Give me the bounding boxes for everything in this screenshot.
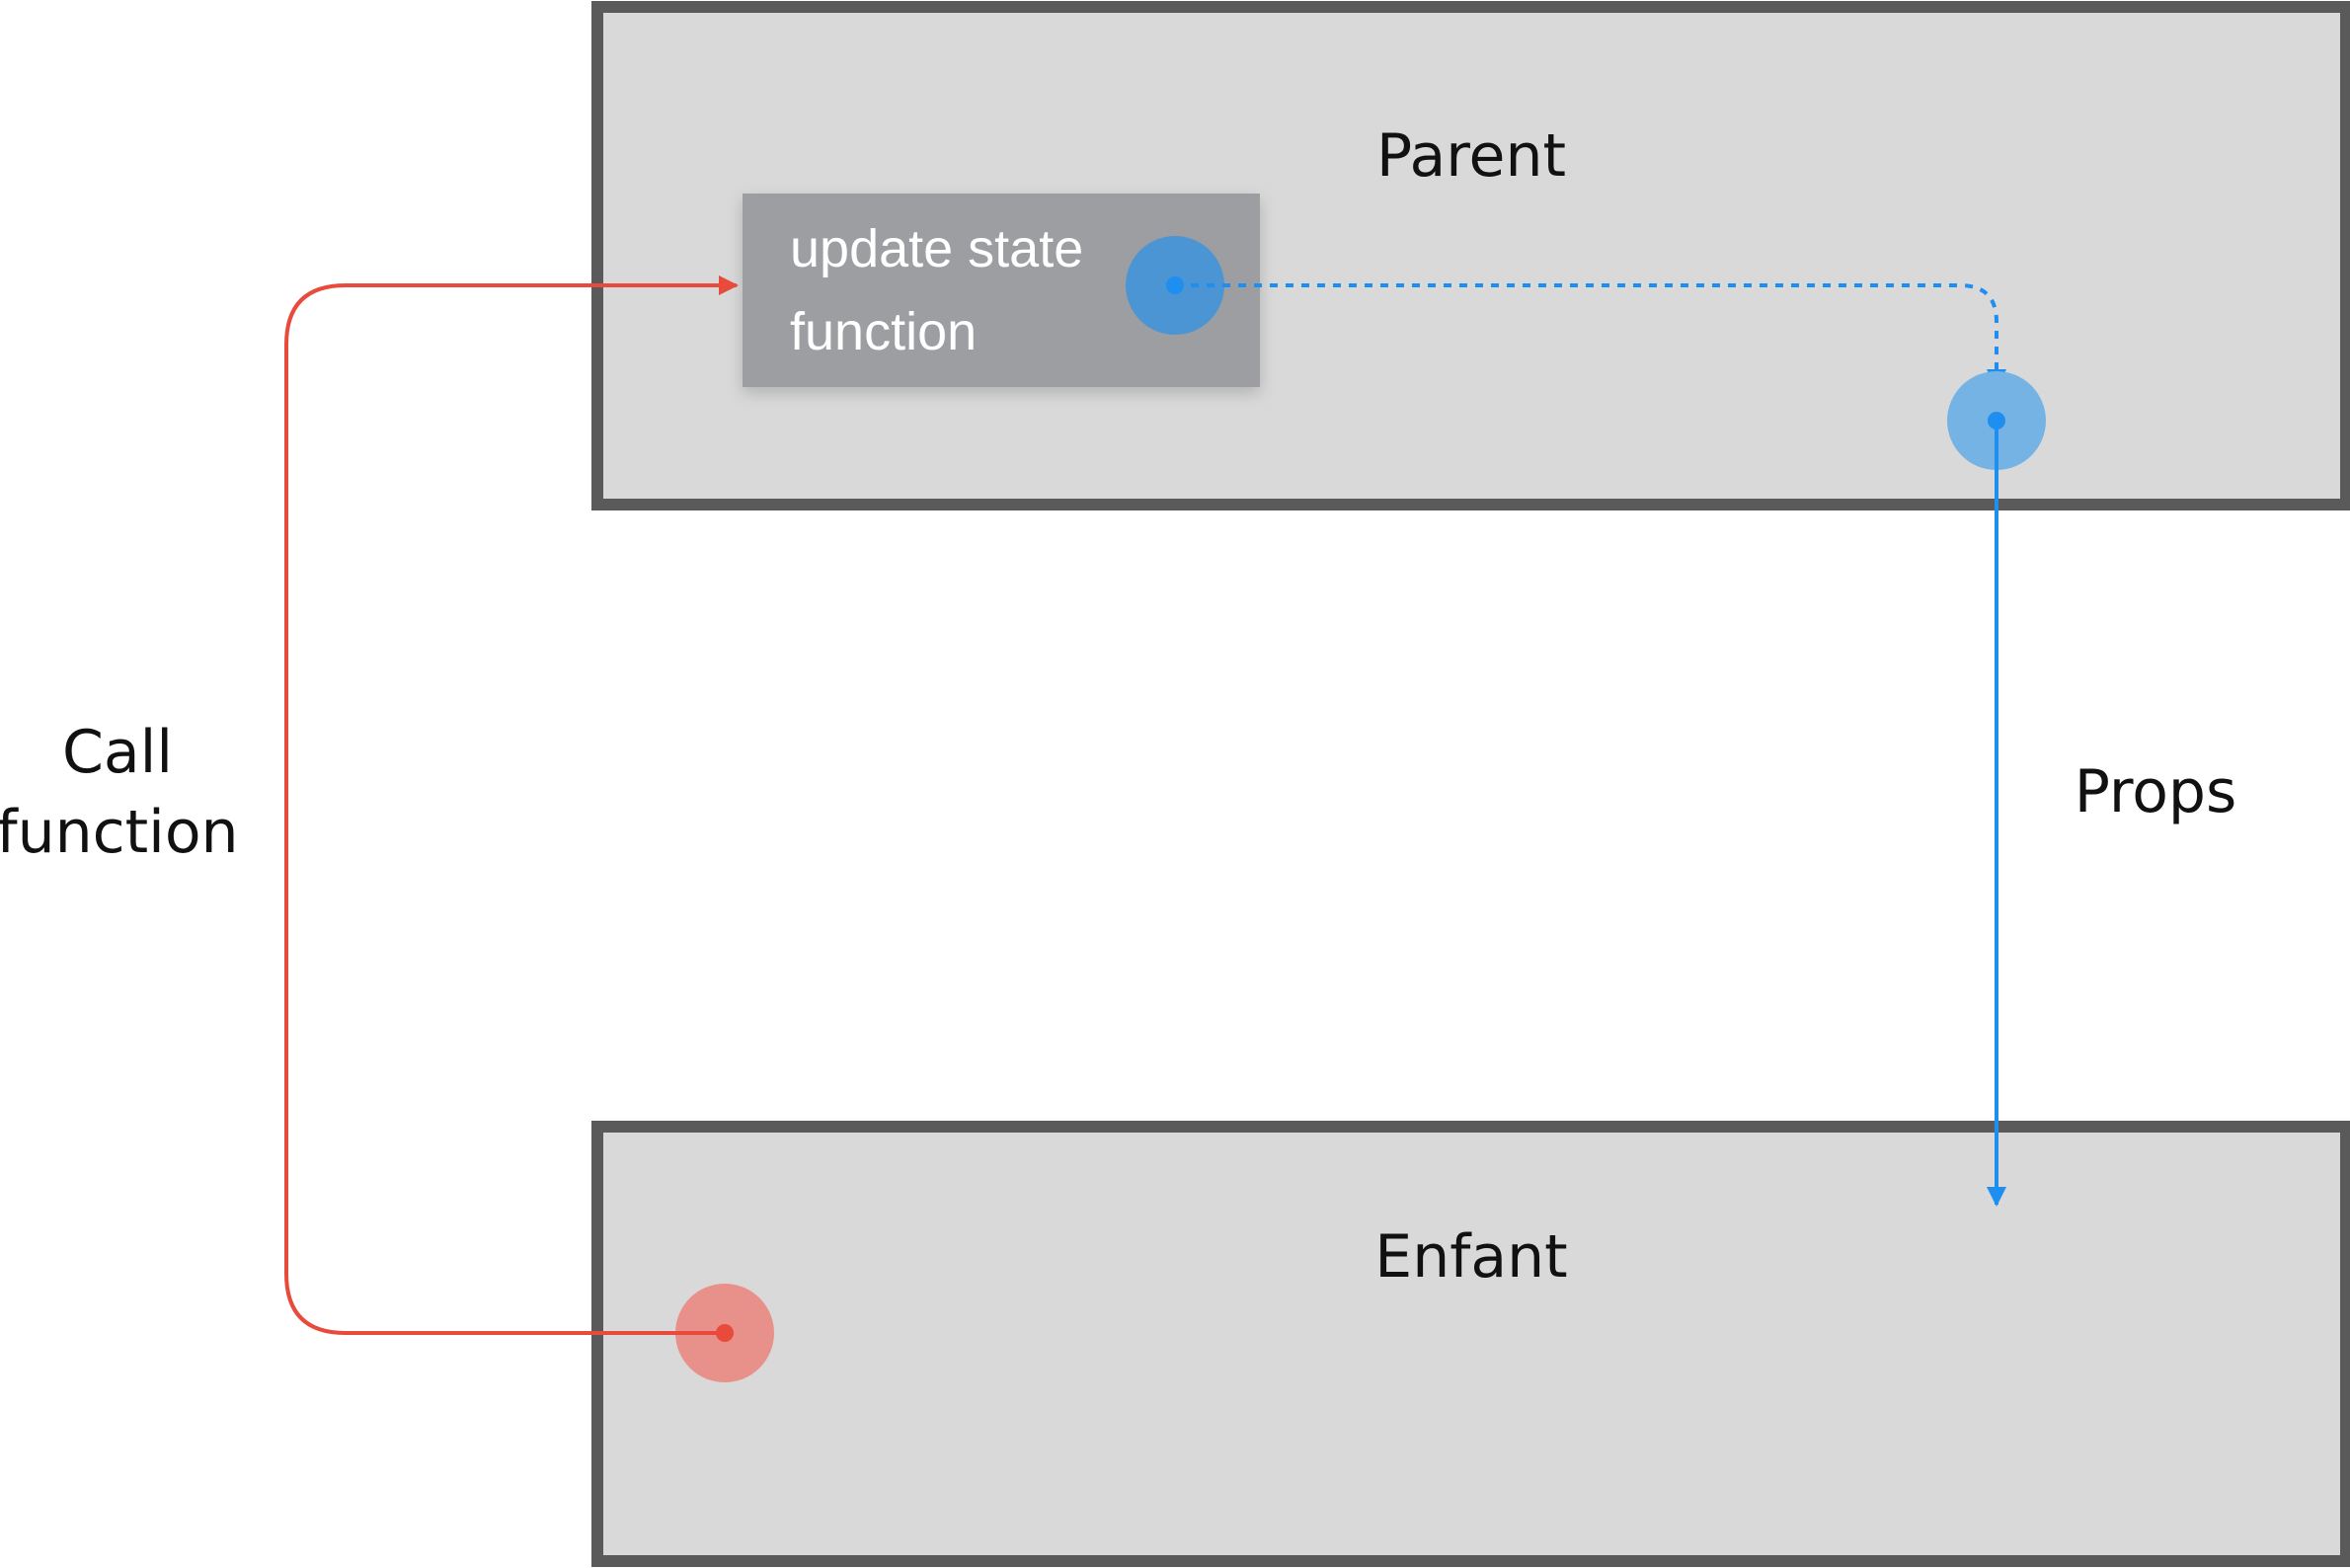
parent-label: Parent: [1376, 121, 1566, 191]
function-box-line-1: update state: [790, 219, 1083, 278]
update-state-function-box: update state function: [743, 194, 1260, 387]
props-label: Props: [2075, 757, 2237, 826]
child-component-box: Enfant: [591, 1121, 2350, 1567]
call-function-label-line-1: Call: [62, 718, 173, 787]
function-to-props-connector: [1175, 283, 2006, 389]
child-label: Enfant: [1374, 1222, 1567, 1292]
call-function-arrow: [284, 275, 739, 1335]
call-function-label-line-2: function: [0, 798, 239, 867]
function-box-line-2: function: [790, 302, 977, 361]
